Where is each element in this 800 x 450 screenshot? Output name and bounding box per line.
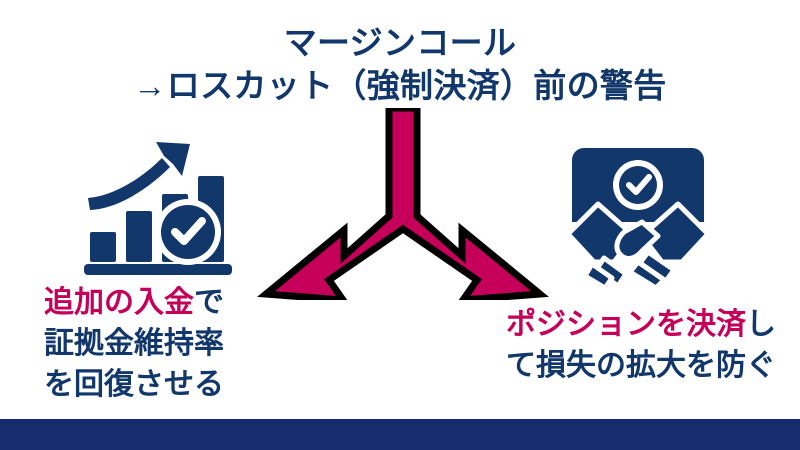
handshake-check-icon (562, 140, 714, 291)
right-branch-caption: ポジションを決済し て損失の拡大を防ぐ (506, 305, 776, 387)
right-caption-line-2: て損失の拡大を防ぐ (506, 348, 776, 382)
page-title: マージンコール →ロスカット（強制決済）前の警告 (0, 22, 800, 108)
title-line-1: マージンコール (283, 24, 517, 61)
left-caption-line-2: 証拠金維持率 (44, 326, 224, 360)
right-caption-line-1-rest: し (746, 308, 776, 341)
left-caption-line-1-rest: で (194, 286, 224, 319)
footer-bar (0, 419, 800, 450)
left-caption-highlight: 追加の入金 (44, 286, 194, 319)
left-branch-caption: 追加の入金で 証拠金維持率 を回復させる (44, 283, 224, 405)
right-caption-highlight: ポジションを決済 (506, 308, 746, 341)
right-caption-line-1: ポジションを決済し (506, 305, 776, 346)
two-way-split-arrow (248, 104, 558, 305)
growth-chart-check-icon (78, 136, 238, 284)
left-caption-line-1: 追加の入金で (44, 283, 224, 324)
left-caption-line-3: を回復させる (44, 367, 224, 401)
title-line-2: →ロスカット（強制決済）前の警告 (133, 66, 667, 104)
